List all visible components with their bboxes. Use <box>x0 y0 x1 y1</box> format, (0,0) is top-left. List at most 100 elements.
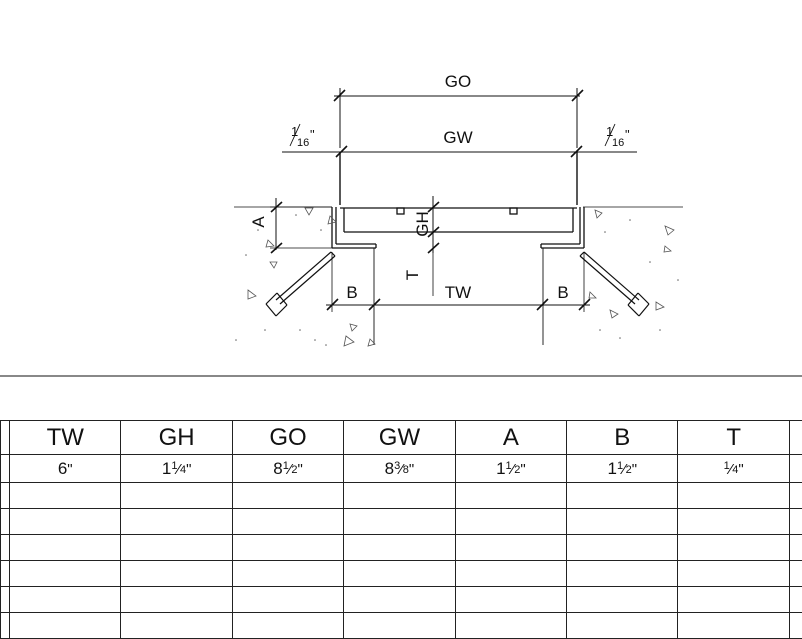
table-cell <box>9 482 122 509</box>
gh-label: GH <box>413 211 432 237</box>
table-cell <box>343 612 456 639</box>
value-unit: " <box>67 460 73 478</box>
value-whole: 1 <box>607 458 617 478</box>
value-cell-gh: 11⁄4" <box>120 454 233 483</box>
table-cell <box>343 482 456 509</box>
value-cell-b: 11⁄2" <box>566 454 679 483</box>
clearance-right-label: 1 16 " <box>604 123 630 149</box>
value-unit: " <box>520 460 526 478</box>
tw-label: TW <box>445 283 471 302</box>
table-cell <box>788 508 802 535</box>
table-row <box>0 586 802 613</box>
value-num: 1 <box>171 459 178 472</box>
table-lead-cell <box>0 454 11 483</box>
value-num: 1 <box>282 459 289 472</box>
table-row <box>0 508 802 535</box>
table-cell <box>231 612 345 639</box>
a-label: A <box>249 216 268 228</box>
t-label: T <box>403 270 422 280</box>
table-cell <box>9 586 122 613</box>
value-den: 4 <box>732 463 739 476</box>
table-cell <box>788 560 802 587</box>
value-whole: 1 <box>161 458 172 478</box>
column-header-a: A <box>454 420 568 455</box>
table-cell <box>454 612 568 639</box>
value-cell-go: 81⁄2" <box>231 454 345 483</box>
channel-body <box>331 207 585 345</box>
frac-den: 16 <box>297 137 309 149</box>
table-cell <box>454 534 568 561</box>
rebar-anchor-right <box>579 251 650 317</box>
table-cell <box>788 612 802 639</box>
value-whole: 6 <box>57 458 68 478</box>
table-cell <box>120 560 233 587</box>
table-cell <box>343 508 456 535</box>
gw-label: GW <box>443 128 472 147</box>
table-cell <box>231 534 345 561</box>
table-cell <box>120 612 233 639</box>
table-lead-cell <box>0 420 11 455</box>
table-cell <box>566 534 679 561</box>
go-label: GO <box>445 72 471 91</box>
table-cell <box>566 612 679 639</box>
table-cell <box>454 586 568 613</box>
table-cell <box>677 560 790 587</box>
b-left-label: B <box>346 283 357 302</box>
value-unit: " <box>408 460 415 478</box>
value-den: 2 <box>625 463 632 476</box>
table-cell <box>0 508 11 535</box>
value-unit: " <box>186 460 192 478</box>
value-unit: " <box>297 460 303 478</box>
fraction-slash: ⁄ <box>177 460 180 478</box>
value-den: 8 <box>402 463 409 476</box>
table-cell <box>566 560 679 587</box>
b-right-label: B <box>557 283 568 302</box>
frac-num: 1 <box>606 124 613 139</box>
table-cell <box>454 482 568 509</box>
value-num: 1 <box>723 459 730 472</box>
fraction-slash: ⁄ <box>288 460 292 478</box>
frac-unit: " <box>625 127 630 142</box>
table-tail-cell <box>788 420 802 455</box>
column-header-b: B <box>566 420 679 455</box>
value-num: 1 <box>616 459 624 472</box>
table-cell <box>0 482 11 509</box>
column-header-gw: GW <box>343 420 456 455</box>
value-num: 1 <box>505 459 512 472</box>
table-cell <box>454 560 568 587</box>
table-cell <box>120 586 233 613</box>
table-cell <box>231 508 345 535</box>
fraction-slash: ⁄ <box>623 460 626 478</box>
value-unit: " <box>738 460 744 478</box>
fraction-slash: ⁄ <box>400 460 403 478</box>
table-cell <box>120 534 233 561</box>
trench-drain-section-drawing: GO GW TW B B A GH T 1 16 " 1 16 " <box>0 72 802 377</box>
table-cell <box>9 534 122 561</box>
table-cell <box>9 508 122 535</box>
value-unit: " <box>631 460 638 478</box>
table-cell <box>677 586 790 613</box>
frac-num: 1 <box>291 124 298 139</box>
table-cell <box>677 612 790 639</box>
table-cell <box>0 534 11 561</box>
table-cell <box>0 586 11 613</box>
table-cell <box>566 586 679 613</box>
value-den: 2 <box>514 463 521 476</box>
value-cell-gw: 83⁄8" <box>343 454 456 483</box>
table-cell <box>677 482 790 509</box>
table-cell <box>0 612 11 639</box>
value-whole: 8 <box>384 458 395 478</box>
table-cell <box>120 482 233 509</box>
table-cell <box>454 508 568 535</box>
table-cell <box>788 534 802 561</box>
column-header-tw: TW <box>9 420 122 455</box>
table-cell <box>120 508 233 535</box>
table-row <box>0 534 802 561</box>
table-cell <box>231 586 345 613</box>
value-cell-tw: 6" <box>9 454 122 483</box>
table-cell <box>231 482 345 509</box>
table-cell <box>788 482 802 509</box>
table-cell <box>343 586 456 613</box>
